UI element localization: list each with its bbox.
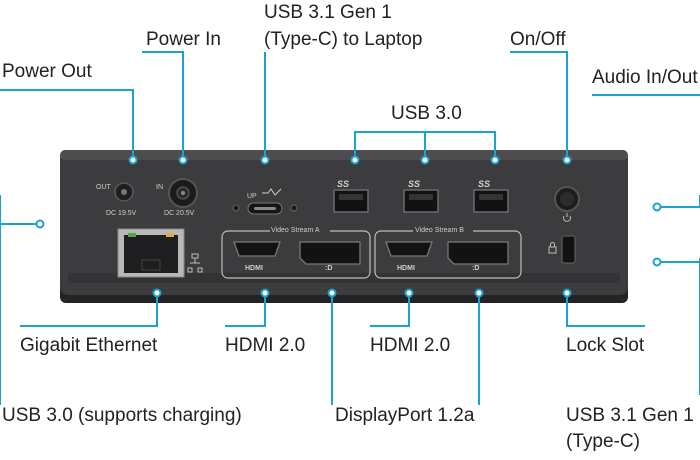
power-in-port: IN DC 20.5V — [156, 178, 198, 217]
leader-lines — [0, 51, 700, 405]
label-usb30: USB 3.0 — [391, 103, 462, 124]
usb-c-upstream-port: UP — [232, 188, 298, 215]
label-lock-slot: Lock Slot — [566, 335, 645, 356]
power-in-spec: DC 20.5V — [164, 210, 195, 217]
label-power-in: Power In — [146, 29, 221, 50]
leader-dots — [35, 155, 662, 298]
network-icon — [187, 253, 203, 273]
label-displayport: DisplayPort 1.2a — [335, 405, 475, 426]
label-on-off: On/Off — [510, 29, 566, 50]
up-label: UP — [247, 193, 257, 200]
label-usb-c-laptop-line1: USB 3.1 Gen 1 — [264, 2, 392, 23]
dock-top-edge — [60, 150, 628, 160]
lock-slot — [548, 235, 576, 264]
label-usb-c-line1: USB 3.1 Gen 1 — [566, 405, 694, 426]
label-usb-c-laptop-line2: (Type-C) to Laptop — [264, 29, 423, 50]
docking-station — [60, 150, 628, 303]
lock-icon — [548, 242, 557, 254]
label-usb-c-line2: (Type-C) — [566, 431, 640, 452]
usb-logo-2: SS — [408, 179, 420, 189]
power-in-label: IN — [156, 184, 163, 191]
power-out-spec: DC 19.5V — [106, 210, 137, 217]
power-button — [554, 186, 580, 222]
usb30-port-3: SS — [473, 179, 509, 213]
usb-logo-1: SS — [337, 179, 349, 189]
label-usb30-charging: USB 3.0 (supports charging) — [2, 405, 242, 426]
power-out-label: OUT — [96, 184, 112, 191]
stream-a-label: Video Stream A — [271, 227, 320, 234]
power-icon — [563, 213, 571, 222]
video-stream-a-group: Video Stream A HDMI :D — [221, 224, 371, 279]
usb30-port-1: SS — [333, 179, 369, 213]
label-hdmi-a: HDMI 2.0 — [225, 335, 306, 356]
laptop-icon — [262, 188, 282, 196]
dp-logo-b: :D — [472, 265, 479, 272]
ethernet-port — [117, 228, 203, 278]
label-hdmi-b: HDMI 2.0 — [370, 335, 451, 356]
power-out-port: OUT DC 19.5V — [96, 182, 137, 217]
hdmi-logo-a: HDMI — [245, 265, 263, 272]
usb30-port-2: SS — [403, 179, 439, 213]
label-gigabit: Gigabit Ethernet — [20, 335, 158, 356]
stream-b-label: Video Stream B — [415, 227, 464, 234]
dp-logo-a: :D — [325, 265, 332, 272]
video-stream-b-group: Video Stream B HDMI :D — [374, 224, 522, 279]
usb-logo-3: SS — [478, 179, 490, 189]
label-audio: Audio In/Out — [592, 67, 698, 88]
hdmi-logo-b: HDMI — [397, 265, 415, 272]
label-power-out: Power Out — [2, 61, 92, 82]
